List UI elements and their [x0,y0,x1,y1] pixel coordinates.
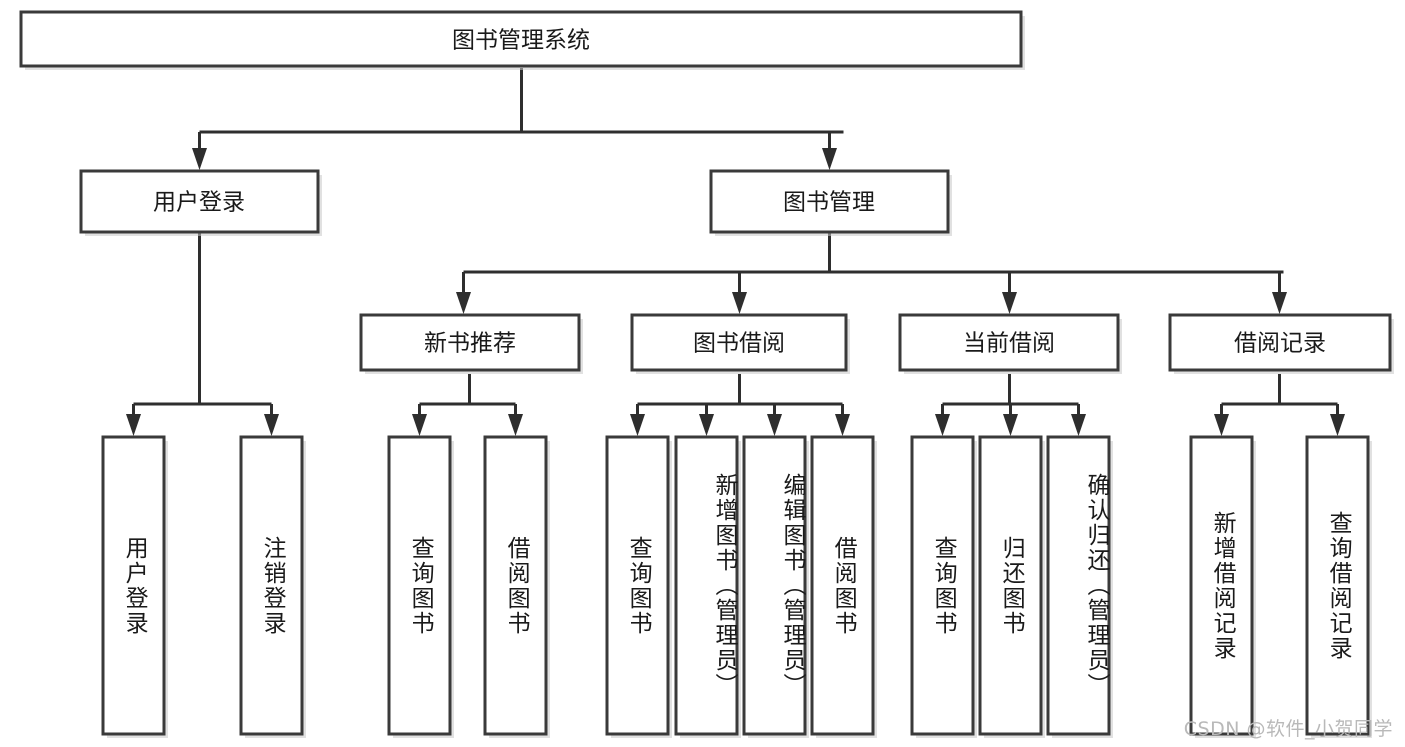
node-new-book-recommend[interactable]: 新书推荐 [359,313,583,374]
arrow-to-new-book-recommend [456,292,471,314]
node-borrow-record-label: 借阅记录 [1234,331,1326,357]
node-book-management[interactable]: 图书管理 [709,169,952,236]
node-leaf-borrow-add[interactable] [674,435,741,738]
arrow-to-leaf-recommend-borrow [508,414,523,436]
node-leaf-current-return[interactable] [978,435,1045,738]
arrow-to-leaf-user-logout [264,414,279,436]
node-leaf-borrow-edit[interactable] [742,435,809,738]
arrow-to-book-borrow [732,292,747,314]
arrow-to-leaf-current-confirm [1071,414,1086,436]
node-current-borrow-label: 当前借阅 [963,331,1055,357]
arrow-to-leaf-borrow-edit [767,414,782,436]
node-root[interactable]: 图书管理系统 [19,10,1025,70]
node-leaf-borrow-query[interactable] [605,435,672,738]
arrow-to-user-login [192,148,207,170]
node-leaf-recommend-borrow[interactable] [483,435,550,738]
arrow-to-leaf-record-add [1214,414,1229,436]
node-book-borrow[interactable]: 图书借阅 [630,313,850,374]
arrow-to-current-borrow [1002,292,1017,314]
node-leaf-current-confirm[interactable] [1046,435,1113,738]
node-borrow-record[interactable]: 借阅记录 [1168,313,1394,374]
node-leaf-record-add[interactable] [1189,435,1256,738]
arrow-to-book-management [822,148,837,170]
arrow-to-leaf-borrow-query [630,414,645,436]
node-user-login-label: 用户登录 [153,190,245,216]
node-book-management-label: 图书管理 [783,190,875,216]
connector-layer [126,68,1345,436]
arrow-to-leaf-recommend-query [412,414,427,436]
node-leaf-record-query[interactable] [1305,435,1372,738]
node-book-borrow-label: 图书借阅 [693,331,785,357]
arrow-to-leaf-borrow-lend [835,414,850,436]
arrow-to-leaf-record-query [1330,414,1345,436]
arrow-to-leaf-current-return [1003,414,1018,436]
node-user-login[interactable]: 用户登录 [79,169,322,236]
arrow-to-leaf-current-query [935,414,950,436]
node-leaf-current-query[interactable] [910,435,977,738]
node-leaf-recommend-query[interactable] [387,435,454,738]
node-leaf-user-logout[interactable] [239,435,306,738]
node-root-label: 图书管理系统 [452,28,590,54]
node-current-borrow[interactable]: 当前借阅 [898,313,1122,374]
node-leaf-user-login[interactable] [101,435,168,738]
node-new-book-recommend-label: 新书推荐 [424,331,516,357]
arrow-to-borrow-record [1272,292,1287,314]
node-leaf-borrow-lend[interactable] [810,435,877,738]
arrow-to-leaf-borrow-add [699,414,714,436]
arrow-to-leaf-user-login [126,414,141,436]
